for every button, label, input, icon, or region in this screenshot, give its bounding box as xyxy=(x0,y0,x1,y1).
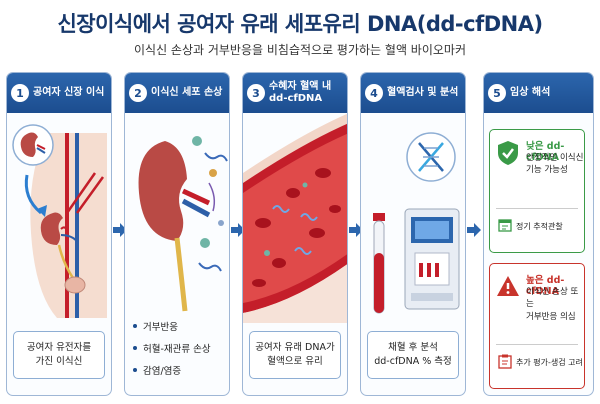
right-arrow-icon xyxy=(467,223,481,237)
kidney-icon xyxy=(138,141,187,241)
clipboard-icon xyxy=(498,354,512,369)
step-title: 혈액검사 및 분석 xyxy=(387,87,459,98)
step-number: 5 xyxy=(488,84,506,102)
step-1-panel: 1 공여자 신장 이식 공여자 유전자를 가진 이식신 xyxy=(6,72,112,396)
step-2-header: 2 이식신 세포 손상 xyxy=(125,73,229,113)
step-5-header: 5 임상 해석 xyxy=(484,73,593,113)
step-title: 임상 해석 xyxy=(510,87,551,98)
step-number: 4 xyxy=(365,84,383,102)
step-2-panel: 2 이식신 세포 손상 거부반응 허혈-재관류 손상 감염/염증 xyxy=(124,72,230,396)
step-3-panel: 3 수혜자 혈액 내 dd-cfDNA 공여자 유래 DNA가 혈액으로 유리 xyxy=(242,72,348,396)
low-result-text: 안정적인 이식신 기능 가능성 xyxy=(526,153,584,176)
divider xyxy=(496,208,578,209)
blood-tube-icon xyxy=(373,213,385,314)
dna-icon xyxy=(418,142,444,172)
blood-analysis-illustration xyxy=(373,132,460,314)
step-title: 이식신 세포 손상 xyxy=(151,87,223,98)
step-3-caption: 공여자 유래 DNA가 혈액으로 유리 xyxy=(249,331,341,379)
right-arrow-icon xyxy=(349,223,363,237)
divider xyxy=(496,344,578,345)
page-subtitle: 이식신 손상과 거부반응을 비침습적으로 평가하는 혈액 바이오마커 xyxy=(133,43,466,57)
list-item: 감염/염증 xyxy=(133,363,229,377)
step-3-header: 3 수혜자 혈액 내 dd-cfDNA xyxy=(243,73,347,113)
transfer-arrow-icon xyxy=(24,174,42,215)
blood-vessel-illustration xyxy=(243,113,347,323)
high-result-text: 이식신 손상 또는 거부반응 의심 xyxy=(526,287,579,322)
analyzer-icon xyxy=(404,208,460,310)
warning-icon xyxy=(497,276,519,296)
step-4-caption: 채혈 후 분석 dd-cfDNA % 측정 xyxy=(367,331,459,379)
list-item: 거부반응 xyxy=(133,319,229,333)
step-title: 수혜자 혈액 내 dd-cfDNA xyxy=(269,81,332,104)
step-4-header: 4 혈액검사 및 분석 xyxy=(361,73,465,113)
right-arrow-icon xyxy=(113,223,127,237)
list-item: 허혈-재관류 손상 xyxy=(133,341,229,355)
high-result-action: 추가 평가-생검 고려 xyxy=(516,358,583,367)
step-number: 1 xyxy=(11,84,29,102)
kidney-icon xyxy=(20,132,38,157)
transplant-illustration xyxy=(12,124,107,318)
step-1-header: 1 공여자 신장 이식 xyxy=(7,73,111,113)
step-title: 공여자 신장 이식 xyxy=(33,87,105,98)
step-1-caption: 공여자 유전자를 가진 이식신 xyxy=(13,331,105,379)
low-result-card: 낮은 dd-cfDNA 안정적인 이식신 기능 가능성 정기 추적관찰 xyxy=(489,129,585,253)
low-result-title: 낮은 dd-cfDNA xyxy=(526,141,565,163)
step-number: 3 xyxy=(247,84,265,102)
page-title: 신장이식에서 공여자 유래 세포유리 DNA(dd-cfDNA) xyxy=(57,12,543,36)
step-4-panel: 4 혈액검사 및 분석 채혈 후 분석 dd-cfDNA % 측정 xyxy=(360,72,466,396)
kidney-icon xyxy=(40,212,63,245)
injured-kidney-illustration xyxy=(138,136,228,312)
high-result-card: 높은 dd-cfDNA 이식신 손상 또는 거부반응 의심 추가 평가-생검 고… xyxy=(489,263,585,389)
check-shield-icon xyxy=(498,141,518,165)
high-result-title: 높은 dd-cfDNA xyxy=(526,275,565,297)
injury-cause-list: 거부반응 허혈-재관류 손상 감염/염증 xyxy=(133,319,229,385)
step-number: 2 xyxy=(129,84,147,102)
calendar-icon xyxy=(498,219,512,232)
low-result-action: 정기 추적관찰 xyxy=(516,222,563,231)
right-arrow-icon xyxy=(231,223,245,237)
step-5-panel: 5 임상 해석 낮은 dd-cfDNA 안정적인 이식신 기능 가능성 정기 추… xyxy=(483,72,594,396)
